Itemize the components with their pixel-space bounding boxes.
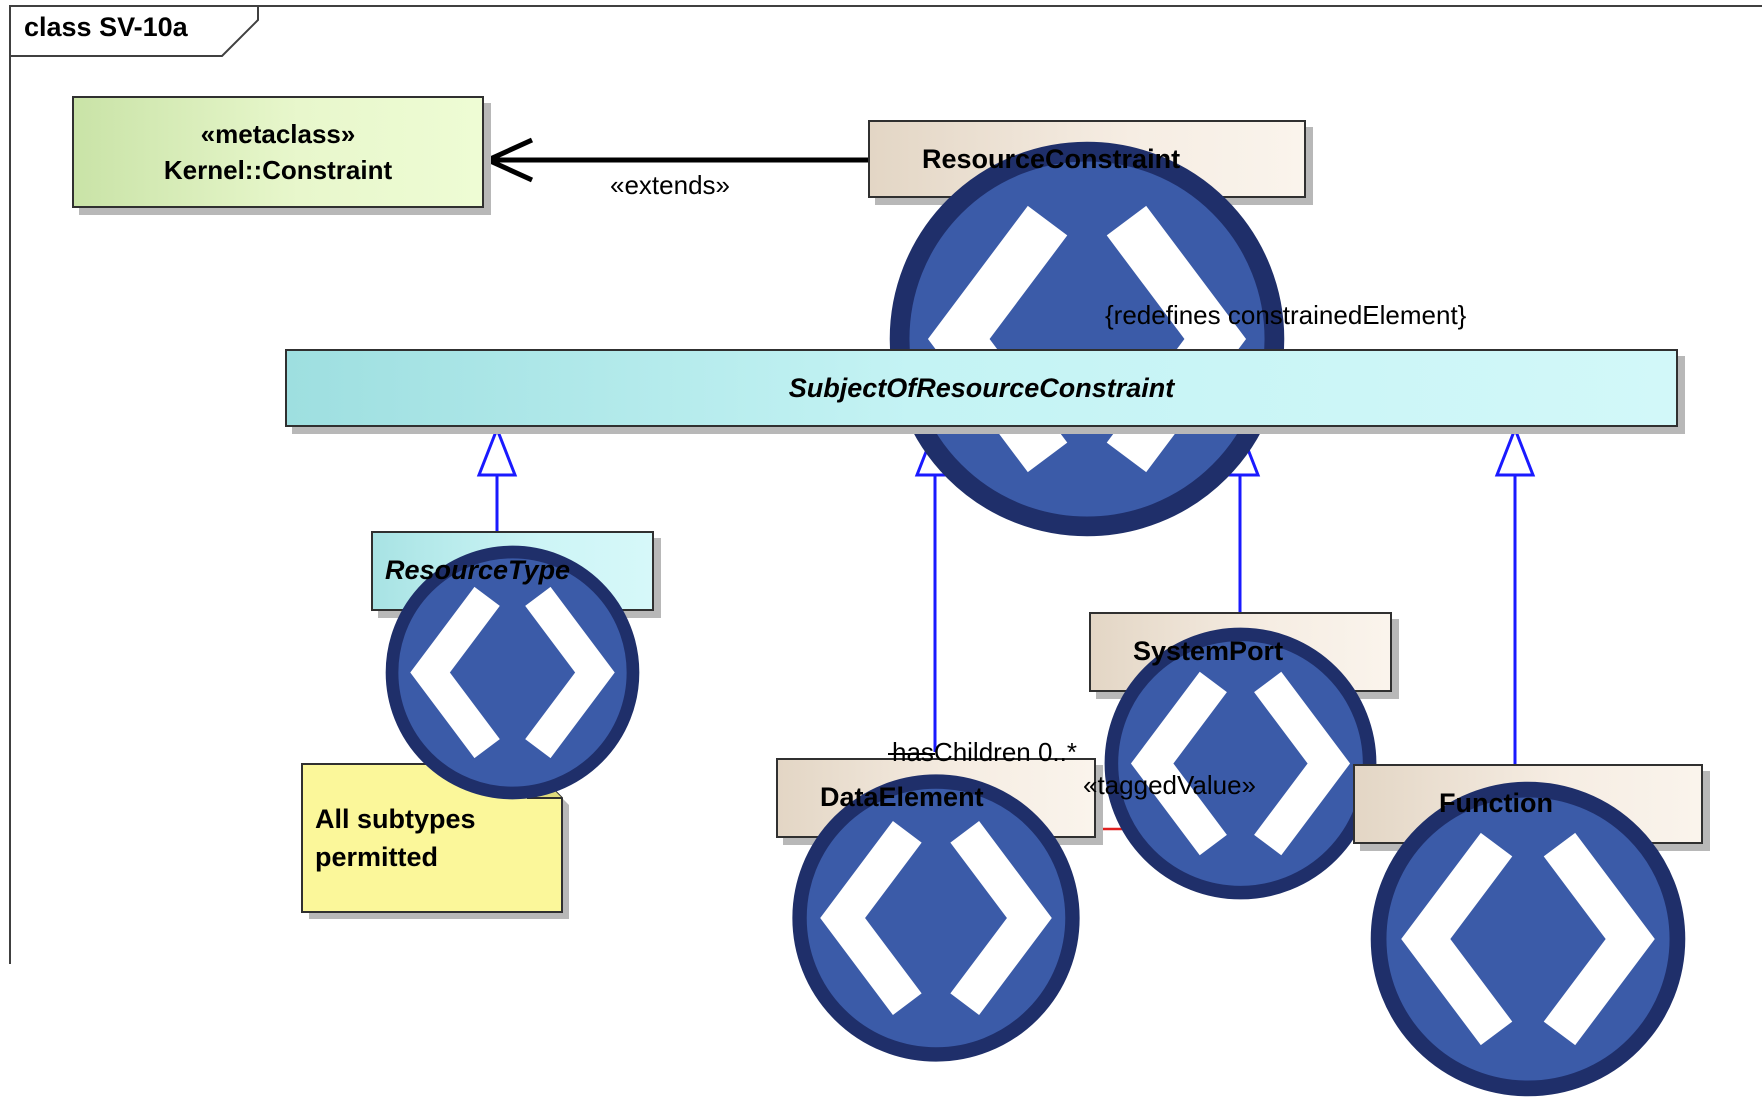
class-function[interactable]: Function	[1353, 764, 1703, 1097]
class-resourcetype[interactable]: ResourceType	[371, 531, 654, 800]
taggedvalue-label: «taggedValue»	[1083, 770, 1257, 800]
class-name: Function	[1439, 788, 1553, 818]
generalization-arrowhead-function	[1494, 424, 1536, 477]
extends-arrowhead	[481, 137, 534, 183]
generalization-arrowhead-resourcetype	[476, 424, 518, 477]
class-name: SubjectOfResourceConstraint	[788, 373, 1175, 403]
stereotype-icon	[889, 141, 1285, 537]
class-systemport[interactable]: SystemPort	[1089, 612, 1392, 900]
haschildren-label: hasChildren 0..*	[892, 737, 1077, 767]
extends-label: «extends»	[610, 170, 730, 200]
redefines-label: {redefines constrainedElement}	[1105, 300, 1467, 330]
class-name: SystemPort	[1133, 636, 1284, 666]
diagram-canvas	[9, 5, 1762, 964]
metaclass-stereotype: «metaclass»	[200, 119, 356, 149]
stereotype-icon	[1104, 627, 1377, 900]
note-line-1: All subtypes	[315, 804, 476, 834]
class-dataelement[interactable]: DataElement	[776, 758, 1096, 1062]
frame-title: class SV-10a	[24, 12, 188, 42]
metaclass-kernel-constraint[interactable]: «metaclass» Kernel::Constraint	[72, 96, 484, 208]
note-text: All subtypes permitted	[315, 800, 545, 876]
class-name: ResourceConstraint	[922, 144, 1181, 174]
stereotype-icon	[385, 545, 640, 800]
class-resourceconstraint[interactable]: ResourceConstraint	[868, 120, 1306, 537]
frame-tab-outline	[9, 5, 259, 964]
class-name: ResourceType	[385, 555, 571, 585]
class-subjectofresourceconstraint[interactable]: SubjectOfResourceConstraint	[285, 349, 1678, 427]
class-name: DataElement	[820, 782, 984, 812]
metaclass-name: Kernel::Constraint	[163, 155, 393, 185]
note-line-2: permitted	[315, 842, 439, 872]
